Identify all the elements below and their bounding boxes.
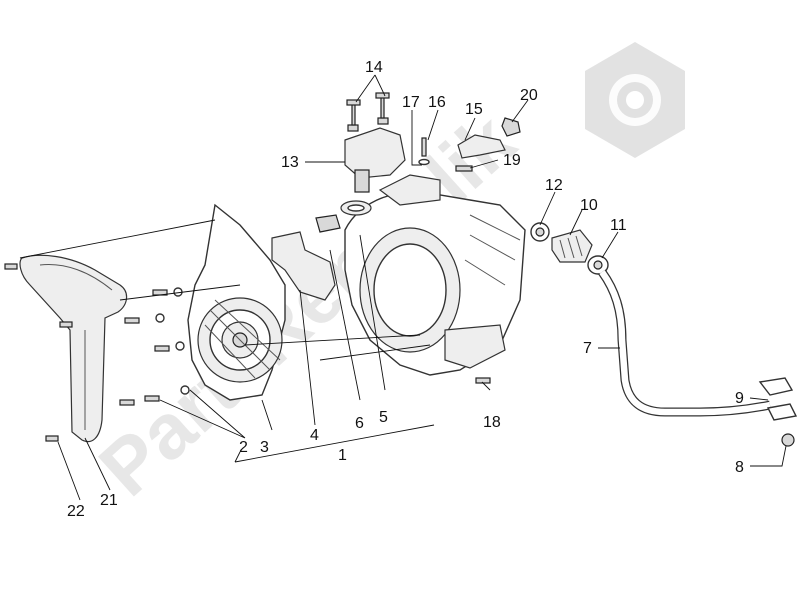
part-14-screws: [346, 92, 390, 126]
label-1: 1: [338, 447, 347, 464]
label-6: 6: [355, 415, 364, 432]
label-10: 10: [580, 197, 598, 214]
part-8-nut: [781, 433, 795, 447]
watermark-gear-icon: [585, 42, 685, 158]
part-11-clamp: [587, 255, 609, 275]
label-13: 13: [281, 154, 299, 171]
part-13-valve: [344, 117, 406, 193]
label-11: 11: [610, 217, 627, 234]
label-22: 22: [67, 503, 85, 520]
screw-22: [45, 435, 59, 442]
part-seal-ring: [340, 200, 372, 216]
label-20: 20: [520, 87, 538, 104]
leader-lines: [19, 74, 787, 501]
label-15: 15: [465, 101, 483, 118]
part-19-screw: [455, 165, 473, 172]
part-4-foam-pad: [271, 231, 336, 301]
part-12-clamp: [530, 222, 550, 242]
part-3-fan-cover: [187, 203, 286, 401]
part-labels: 1 2 3 4 5 6 7 8 9 10 11 12 13 14 15 16 1…: [67, 59, 744, 520]
label-14: 14: [365, 59, 383, 76]
label-7: 7: [583, 340, 592, 357]
label-17: 17: [402, 94, 420, 111]
part-20-clip: [501, 117, 521, 137]
label-4: 4: [310, 427, 319, 444]
part-5-main-housing: [344, 174, 526, 376]
label-18: 18: [483, 414, 501, 431]
part-16-17-fastener: [418, 137, 430, 166]
part-15-hose: [457, 134, 506, 159]
part-9-gasket: [758, 377, 798, 421]
label-21: 21: [100, 492, 118, 509]
part-10-connector: [551, 229, 593, 263]
part-21-duct-cover: [19, 254, 128, 443]
label-8: 8: [735, 459, 744, 476]
part-18-screw: [475, 377, 491, 384]
label-2: 2: [239, 439, 248, 456]
label-19: 19: [503, 152, 521, 169]
label-16: 16: [428, 94, 446, 111]
label-5: 5: [379, 409, 388, 426]
label-9: 9: [735, 390, 744, 407]
label-12: 12: [545, 177, 563, 194]
screw-upper-left: [4, 263, 73, 328]
label-3: 3: [260, 439, 269, 456]
part-6-clip: [315, 214, 341, 233]
part-7-pipe: [598, 269, 771, 417]
